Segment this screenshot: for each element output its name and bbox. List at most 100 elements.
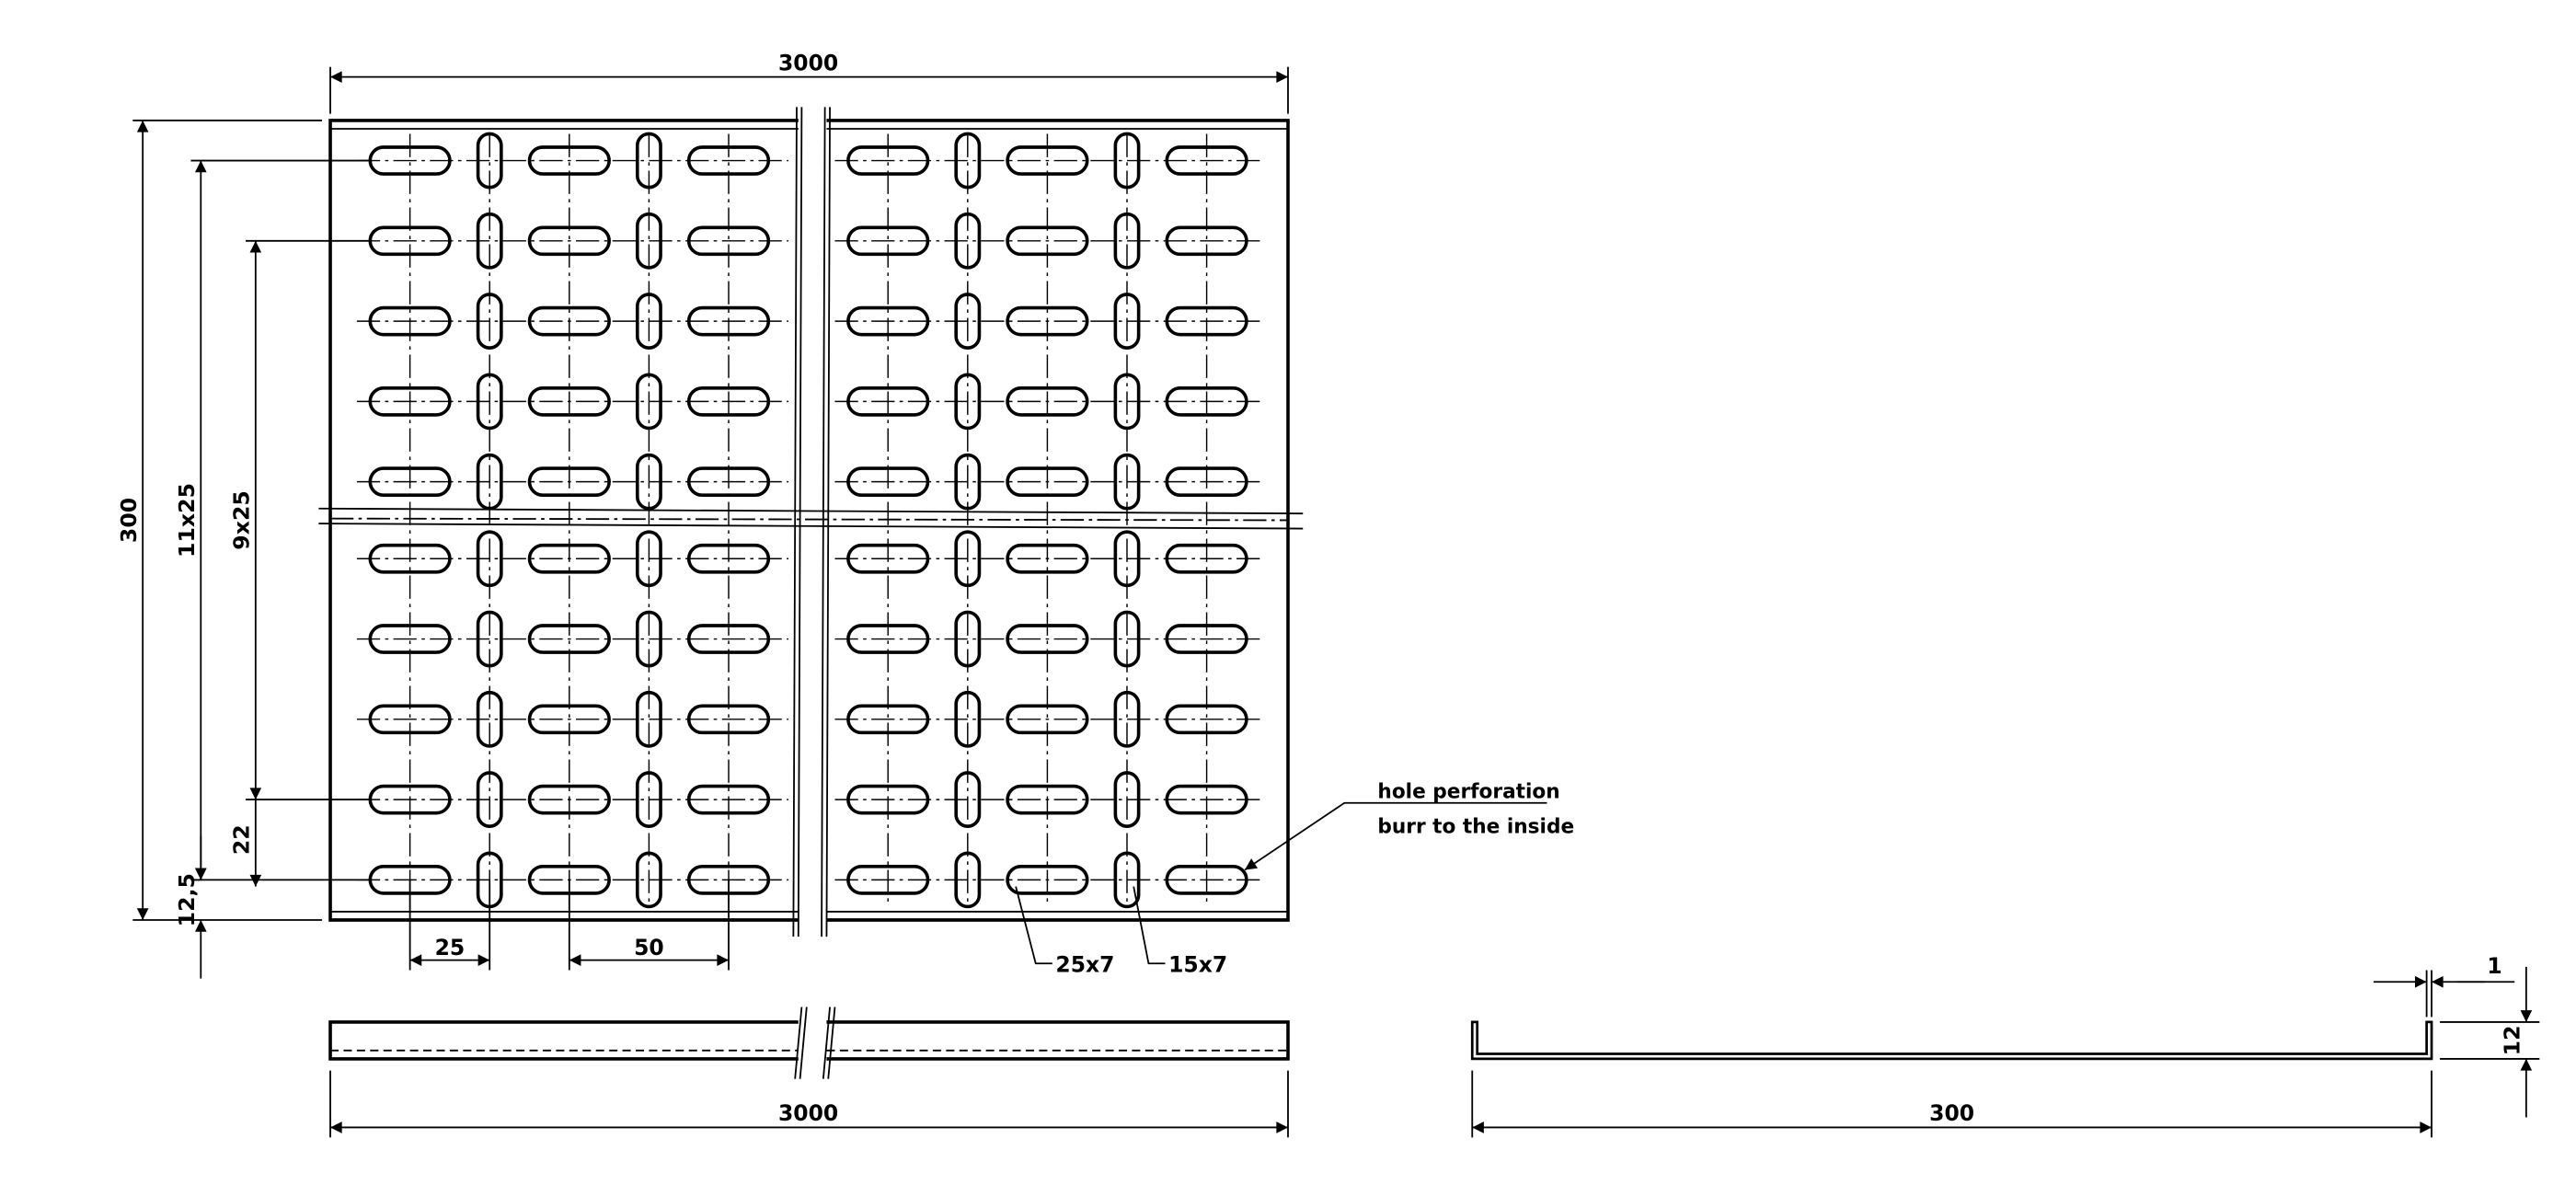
slot-long [1006, 865, 1089, 895]
slot-long [368, 704, 452, 735]
slot-long [1165, 386, 1248, 417]
slot-short [476, 373, 503, 431]
slot-long [368, 466, 452, 497]
slot-long [686, 543, 771, 574]
side-view-outline-left [328, 1020, 799, 1061]
label-offset-12-5: 12,5 [174, 873, 200, 926]
slot-short [476, 453, 503, 511]
slot-short [1113, 293, 1141, 350]
leader-25x7 [1015, 886, 1052, 965]
slot-short [1113, 132, 1141, 190]
slot-long [846, 784, 930, 815]
slot-long [846, 624, 930, 654]
slot-short [476, 132, 503, 190]
slot-short [635, 293, 662, 350]
label-end-width: 300 [1929, 1100, 1974, 1126]
label-width: 300 [116, 498, 142, 543]
note-line-1: hole perforation [1377, 780, 1559, 803]
slot-long [1006, 225, 1089, 257]
slot-long [1165, 305, 1248, 337]
slot-long [368, 386, 452, 417]
slot-short [635, 690, 662, 748]
slot-long [686, 145, 771, 176]
slot-short [954, 690, 982, 748]
slot-long [368, 624, 452, 654]
slot-long [1006, 466, 1089, 497]
slot-long [1006, 784, 1089, 815]
end-view [1470, 966, 2540, 1138]
label-pitch-50: 50 [634, 935, 664, 960]
label-thickness: 1 [2487, 953, 2501, 979]
label-height: 12 [2500, 1025, 2525, 1055]
side-view [328, 1006, 1290, 1138]
slot-long [686, 305, 771, 337]
label-offset-22: 22 [229, 824, 255, 855]
slot-short [476, 690, 503, 748]
slot-long [1165, 225, 1248, 257]
slot-long [846, 704, 930, 735]
slot-long [686, 386, 771, 417]
slot-long [527, 543, 611, 574]
break-line-left [792, 107, 803, 937]
slot-long [846, 225, 930, 257]
slot-long [686, 784, 771, 815]
side-view-outline-right [826, 1020, 1290, 1061]
slot-short [954, 771, 982, 828]
slot-short [954, 212, 982, 270]
slot-short [954, 610, 982, 668]
label-slot-short: 15x7 [1168, 951, 1227, 977]
slot-short [1113, 530, 1141, 588]
slot-long [1006, 624, 1089, 654]
label-inner-rows: 9x25 [229, 490, 255, 550]
horizontal-break-band [318, 507, 1304, 530]
slot-short [1113, 690, 1141, 748]
slot-long [527, 624, 611, 654]
slot-long [527, 784, 611, 815]
slot-long [686, 624, 771, 654]
slot-long [368, 145, 452, 176]
slot-long [846, 466, 930, 497]
slot-short [954, 293, 982, 350]
slot-long [368, 305, 452, 337]
slot-long [846, 305, 930, 337]
slot-long [368, 543, 452, 574]
slot-long [686, 225, 771, 257]
slot-long [368, 784, 452, 815]
top-view [318, 107, 1304, 937]
slot-long [368, 225, 452, 257]
slot-long [527, 704, 611, 735]
slot-short [954, 132, 982, 190]
slot-long [686, 704, 771, 735]
slot-short [1113, 453, 1141, 511]
label-outer-rows: 11x25 [174, 483, 200, 558]
slot-long [1165, 784, 1248, 815]
slot-short [1113, 212, 1141, 270]
slot-short [1113, 610, 1141, 668]
slot-short [476, 771, 503, 828]
slot-short [954, 530, 982, 588]
plate-outline-left [328, 119, 799, 922]
dimension-labels-top: 3000 300 11x25 9x25 22 12,5 25 50 25x7 1… [116, 50, 1574, 977]
slot-long [1006, 145, 1089, 176]
slot-long [1165, 624, 1248, 654]
slot-short [954, 851, 982, 909]
slot-short [635, 212, 662, 270]
slot-long [527, 386, 611, 417]
slot-long [1165, 466, 1248, 497]
slot-long [527, 466, 611, 497]
slot-short [1113, 771, 1141, 828]
horizontal-centerline [330, 517, 1289, 522]
label-length-top: 3000 [778, 50, 838, 75]
slot-short [635, 453, 662, 511]
slot-long [1165, 704, 1248, 735]
slot-long [1165, 145, 1248, 176]
slot-long [527, 145, 611, 176]
break-line-right [821, 107, 831, 937]
note-line-2: burr to the inside [1377, 815, 1574, 838]
slot-long [1006, 386, 1089, 417]
slot-short [1113, 373, 1141, 431]
side-view-break [794, 1006, 836, 1079]
slot-long [1165, 865, 1248, 895]
slot-short [476, 212, 503, 270]
